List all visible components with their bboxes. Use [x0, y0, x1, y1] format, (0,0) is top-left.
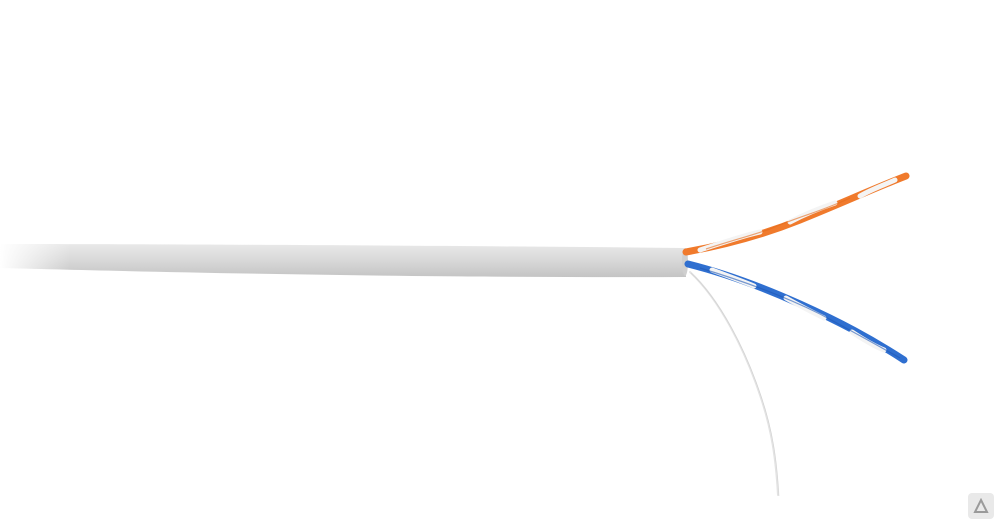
corner-logo	[968, 493, 994, 519]
orange-twisted-pair	[682, 172, 910, 256]
blue-twisted-pair	[684, 260, 908, 364]
triangle-logo-icon	[973, 498, 989, 513]
rip-cord	[689, 271, 779, 496]
jacket-fade	[0, 238, 70, 274]
cable-jacket	[0, 244, 686, 278]
